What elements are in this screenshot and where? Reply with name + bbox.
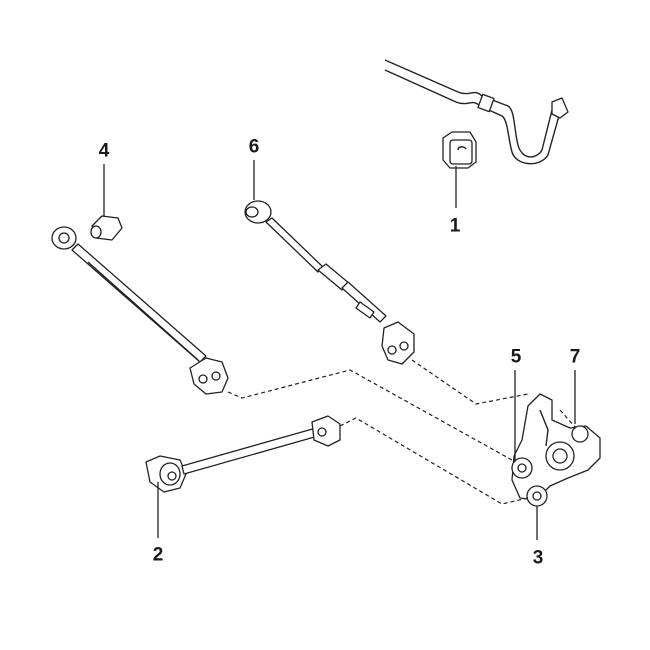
adjustable-arm-part xyxy=(244,200,415,365)
callout-3: 3 xyxy=(532,547,544,569)
callout-1: 1 xyxy=(449,215,461,237)
assembly-line-arm6 xyxy=(411,359,529,405)
stabilizer-bushing-part xyxy=(442,131,477,169)
assembly-line-arm2 xyxy=(339,417,529,505)
callout-6: 6 xyxy=(248,136,260,158)
callout-2: 2 xyxy=(152,544,164,566)
lower-arm-bushing-part xyxy=(90,215,123,241)
lower-arm-bottom-part xyxy=(145,415,341,493)
assembly-line-arm4 xyxy=(227,369,513,461)
stabilizer-bar xyxy=(384,59,569,165)
lower-arm-long-part xyxy=(51,226,229,395)
callout-7: 7 xyxy=(569,346,581,368)
knuckle-part xyxy=(511,393,601,507)
callout-4: 4 xyxy=(98,140,110,162)
callout-5: 5 xyxy=(510,346,522,368)
